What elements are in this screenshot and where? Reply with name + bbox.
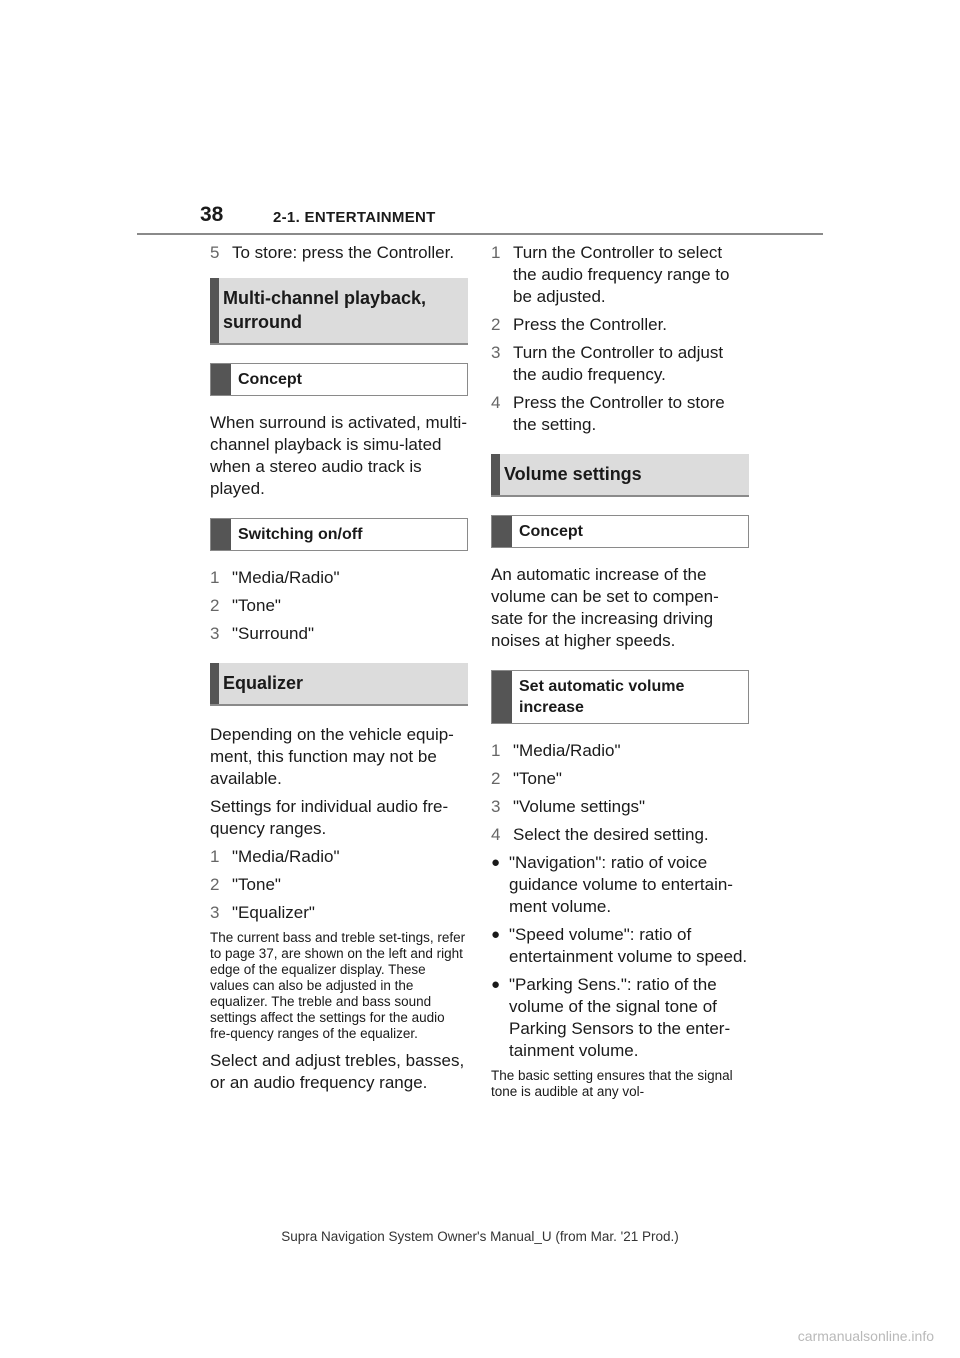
watermark: carmanualsonline.info bbox=[797, 1328, 934, 1344]
step-number: 1 bbox=[491, 741, 501, 760]
subheading-concept: Concept bbox=[491, 515, 749, 548]
step-text: "Volume settings" bbox=[513, 797, 646, 816]
footer-manual-title: Supra Navigation System Owner's Manual_U… bbox=[281, 1229, 679, 1244]
bullet-dot-icon: ● bbox=[491, 854, 501, 871]
step-text: "Media/Radio" bbox=[232, 568, 340, 587]
bullet-text: "Navigation": ratio of voice guidance vo… bbox=[509, 853, 733, 916]
heading-accent bbox=[210, 663, 219, 704]
heading-text: Equalizer bbox=[223, 673, 304, 693]
paragraph-surround: When surround is activated, multi-channe… bbox=[210, 413, 467, 498]
step-number: 5 bbox=[210, 243, 220, 262]
subheading-text: Switching on/off bbox=[238, 526, 363, 543]
step-text: Select the desired setting. bbox=[513, 825, 709, 844]
step-item: 1 "Media/Radio" bbox=[210, 846, 468, 868]
step-number: 3 bbox=[210, 624, 220, 643]
left-column: 5 To store: press the Controller. Multi-… bbox=[210, 242, 468, 1100]
step-item: 1 "Media/Radio" bbox=[491, 740, 749, 762]
step-text: "Media/Radio" bbox=[232, 847, 340, 866]
subheading-accent bbox=[492, 516, 512, 547]
step-number: 2 bbox=[491, 769, 501, 788]
step-number: 1 bbox=[210, 847, 220, 866]
step-item: 3 "Equalizer" bbox=[210, 902, 468, 924]
step-text: Turn the Controller to adjust the audio … bbox=[513, 343, 724, 384]
bullet-item: ● "Parking Sens.": ratio of the volume o… bbox=[491, 974, 749, 1062]
step-number: 3 bbox=[491, 343, 501, 362]
page-number: 38 bbox=[200, 203, 224, 226]
paragraph-frequency-ranges: Settings for individual audio fre-quency… bbox=[210, 797, 449, 838]
step-item: 2 Press the Controller. bbox=[491, 314, 749, 336]
paragraph-equipment: Depending on the vehicle equip-ment, thi… bbox=[210, 725, 454, 788]
step-item: 2 "Tone" bbox=[210, 874, 468, 896]
step-item: 4 Press the Controller to store the sett… bbox=[491, 392, 749, 436]
step-item: 3 Turn the Controller to adjust the audi… bbox=[491, 342, 749, 386]
step-number: 3 bbox=[491, 797, 501, 816]
bullet-item: ● "Navigation": ratio of voice guidance … bbox=[491, 852, 749, 918]
heading-text: Volume settings bbox=[504, 464, 642, 484]
subheading-switching: Switching on/off bbox=[210, 518, 468, 551]
note-basic-setting: The basic setting ensures that the signa… bbox=[491, 1068, 733, 1099]
subheading-accent bbox=[211, 364, 231, 395]
step-text: Turn the Controller to select the audio … bbox=[513, 243, 730, 306]
step-item: 2 "Tone" bbox=[491, 768, 749, 790]
step-text: Press the Controller. bbox=[513, 315, 668, 334]
step-item: 2 "Tone" bbox=[210, 595, 468, 617]
step-item: 1 "Media/Radio" bbox=[210, 567, 468, 589]
step-text: Press the Controller to store the settin… bbox=[513, 393, 725, 434]
bullet-dot-icon: ● bbox=[491, 926, 501, 943]
subheading-auto-volume: Set automatic volume increase bbox=[491, 670, 749, 724]
step-number: 2 bbox=[210, 596, 220, 615]
paragraph-volume: An automatic increase of the volume can … bbox=[491, 565, 719, 650]
subheading-text: Concept bbox=[519, 523, 583, 540]
subheading-concept: Concept bbox=[210, 363, 468, 396]
heading-accent bbox=[210, 278, 219, 343]
subheading-text: Set automatic volume increase bbox=[519, 678, 685, 716]
step-text: "Media/Radio" bbox=[513, 741, 621, 760]
step-number: 1 bbox=[491, 243, 501, 262]
bullet-text: "Speed volume": ratio of entertainment v… bbox=[509, 925, 748, 966]
step-text: "Tone" bbox=[513, 769, 562, 788]
heading-equalizer: Equalizer bbox=[210, 663, 468, 706]
subheading-accent bbox=[492, 671, 512, 723]
step-text: "Tone" bbox=[232, 875, 281, 894]
bullet-item: ● "Speed volume": ratio of entertainment… bbox=[491, 924, 749, 968]
header-rule bbox=[137, 233, 823, 235]
heading-accent bbox=[491, 454, 500, 495]
step-number: 2 bbox=[491, 315, 501, 334]
heading-multichannel: Multi-channel playback, surround bbox=[210, 278, 468, 345]
step-text: To store: press the Controller. bbox=[232, 243, 455, 262]
step-item: 5 To store: press the Controller. bbox=[210, 242, 468, 264]
step-text: "Equalizer" bbox=[232, 903, 315, 922]
note-equalizer: The current bass and treble set-tings, r… bbox=[210, 930, 466, 1041]
bullet-dot-icon: ● bbox=[491, 976, 501, 993]
heading-text: Multi-channel playback, surround bbox=[223, 288, 427, 332]
step-number: 3 bbox=[210, 903, 220, 922]
bullet-text: "Parking Sens.": ratio of the volume of … bbox=[509, 975, 731, 1060]
step-number: 4 bbox=[491, 825, 501, 844]
step-item: 3 "Surround" bbox=[210, 623, 468, 645]
heading-volume-settings: Volume settings bbox=[491, 454, 749, 497]
section-title: 2-1. ENTERTAINMENT bbox=[273, 209, 436, 226]
step-text: "Surround" bbox=[232, 624, 315, 643]
step-number: 1 bbox=[210, 568, 220, 587]
step-item: 3 "Volume settings" bbox=[491, 796, 749, 818]
step-text: "Tone" bbox=[232, 596, 281, 615]
paragraph-select-adjust: Select and adjust trebles, basses, or an… bbox=[210, 1051, 465, 1092]
step-item: 4 Select the desired setting. bbox=[491, 824, 749, 846]
subheading-text: Concept bbox=[238, 371, 302, 388]
subheading-accent bbox=[211, 519, 231, 550]
right-column: 1 Turn the Controller to select the audi… bbox=[491, 242, 749, 1108]
step-number: 4 bbox=[491, 393, 501, 412]
step-item: 1 Turn the Controller to select the audi… bbox=[491, 242, 749, 308]
step-number: 2 bbox=[210, 875, 220, 894]
